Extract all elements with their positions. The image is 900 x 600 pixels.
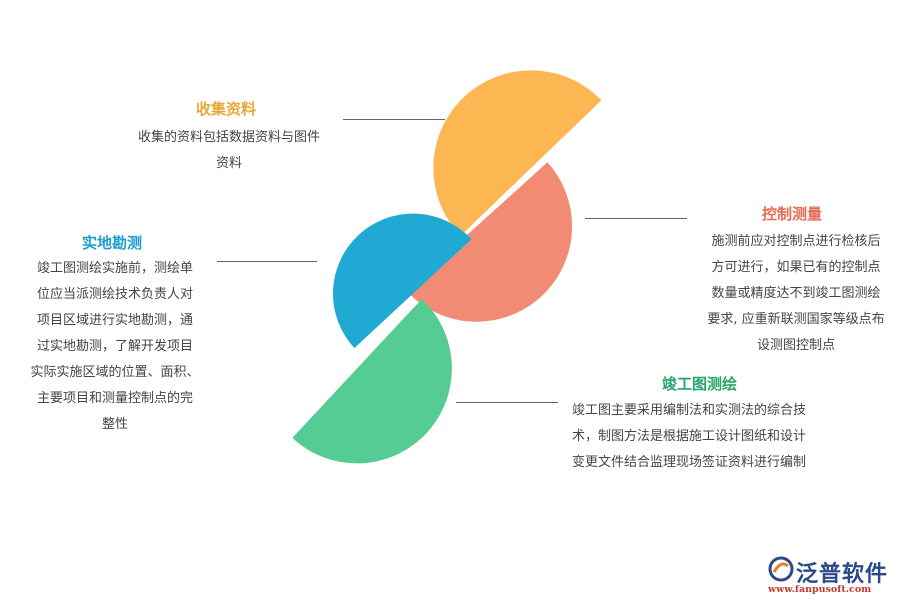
drawing-desc-line: 术，制图方法是根据施工设计图纸和设计 [572, 429, 807, 444]
control-connector [585, 218, 687, 219]
survey-connector [217, 261, 317, 262]
control-title: 控制测量 [762, 205, 823, 223]
survey-desc-line: 过实地勘测，了解开发项目 [36, 339, 193, 354]
collect-desc-line: 资料 [215, 156, 242, 171]
collect-petal [433, 70, 602, 236]
survey-desc-line: 位应当派测绘技术负责人对 [36, 287, 193, 302]
survey-desc-line: 实际实施区域的位置、面积、 [30, 365, 200, 380]
drawing-petal [292, 299, 452, 464]
survey-petal [332, 213, 472, 349]
drawing-desc-line: 变更文件结合监理现场签证资料进行编制 [572, 455, 807, 470]
collect-desc-line: 收集的资料包括数据资料与图件 [137, 130, 320, 145]
survey-desc-line: 竣工图测绘实施前，测绘单 [36, 261, 193, 276]
collect-description: 收集的资料包括数据资料与图件 资料 [126, 125, 332, 177]
survey-desc-line: 主要项目和测量控制点的完 [36, 391, 193, 406]
control-desc-line: 设测图控制点 [756, 338, 835, 353]
survey-title: 实地勘测 [82, 234, 143, 252]
control-description: 施测前应对控制点进行检核后 方可进行，如果已有的控制点 数量或精度达不到竣工图测… [692, 229, 900, 359]
drawing-description: 竣工图主要采用编制法和实测法的综合技 术，制图方法是根据施工设计图纸和设计 变更… [572, 398, 840, 476]
collect-connector [343, 119, 445, 120]
control-desc-line: 施测前应对控制点进行检核后 [711, 234, 881, 249]
control-petal [405, 162, 573, 322]
control-desc-line: 数量或精度达不到竣工图测绘 [711, 286, 881, 301]
fanpu-logo-icon [768, 556, 794, 582]
survey-description: 竣工图测绘实施前，测绘单 位应当派测绘技术负责人对 项目区域进行实地勘测，通 过… [14, 256, 216, 438]
logo-name: 泛普软件 [796, 562, 889, 587]
drawing-connector [456, 402, 558, 403]
control-desc-line: 要求, 应重新联测国家等级点布 [707, 312, 885, 327]
survey-desc-line: 项目区域进行实地勘测，通 [36, 313, 193, 328]
drawing-desc-line: 竣工图主要采用编制法和实测法的综合技 [572, 403, 807, 418]
fanpu-logo: 泛普软件 www.fanpusoft.com [768, 556, 894, 596]
logo-url: www.fanpusoft.com [768, 584, 872, 595]
drawing-title: 竣工图测绘 [662, 375, 738, 393]
survey-desc-line: 整性 [101, 417, 128, 432]
collect-title: 收集资料 [196, 100, 257, 118]
control-desc-line: 方可进行，如果已有的控制点 [711, 260, 881, 275]
